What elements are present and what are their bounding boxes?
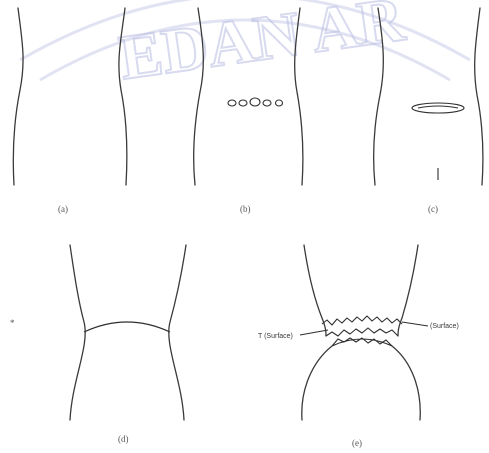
page-marker: *	[10, 318, 15, 328]
void	[276, 100, 283, 106]
right-leader-line	[402, 322, 428, 326]
panel-a-caption: (a)	[58, 204, 68, 214]
micro-voids	[228, 98, 283, 106]
lower-fracture-cone	[332, 338, 392, 346]
watermark-text: EDAN AR	[115, 0, 409, 93]
panel-b-caption: (b)	[240, 204, 251, 214]
lower-right-edge	[392, 346, 420, 420]
shear-crack	[84, 322, 170, 332]
upper-fracture-lip	[326, 328, 398, 336]
watermark: EDAN AR	[20, 0, 470, 93]
specimen-left-edge	[70, 245, 85, 420]
specimen-left-edge	[13, 8, 23, 185]
panel-d-caption: (d)	[118, 434, 129, 444]
specimen-right-edge	[169, 245, 186, 420]
void	[228, 100, 236, 106]
panel-e: T (Surface) (Surface) (e)	[258, 245, 459, 448]
void	[263, 100, 271, 106]
crack-inner-line	[418, 106, 458, 108]
void	[239, 100, 247, 106]
lower-left-edge	[302, 346, 332, 420]
left-leader-line	[300, 330, 328, 335]
panel-c-caption: (c)	[428, 204, 438, 214]
left-annotation: T (Surface)	[258, 333, 293, 340]
panel-a: (a)	[13, 8, 127, 214]
void	[250, 98, 260, 106]
right-annotation: (Surface)	[430, 323, 459, 330]
upper-left-edge	[304, 245, 326, 336]
upper-fracture-surface	[322, 316, 402, 325]
specimen-right-edge	[475, 8, 483, 185]
panel-d: (d)	[70, 245, 186, 444]
panel-e-caption: (e)	[352, 438, 362, 448]
